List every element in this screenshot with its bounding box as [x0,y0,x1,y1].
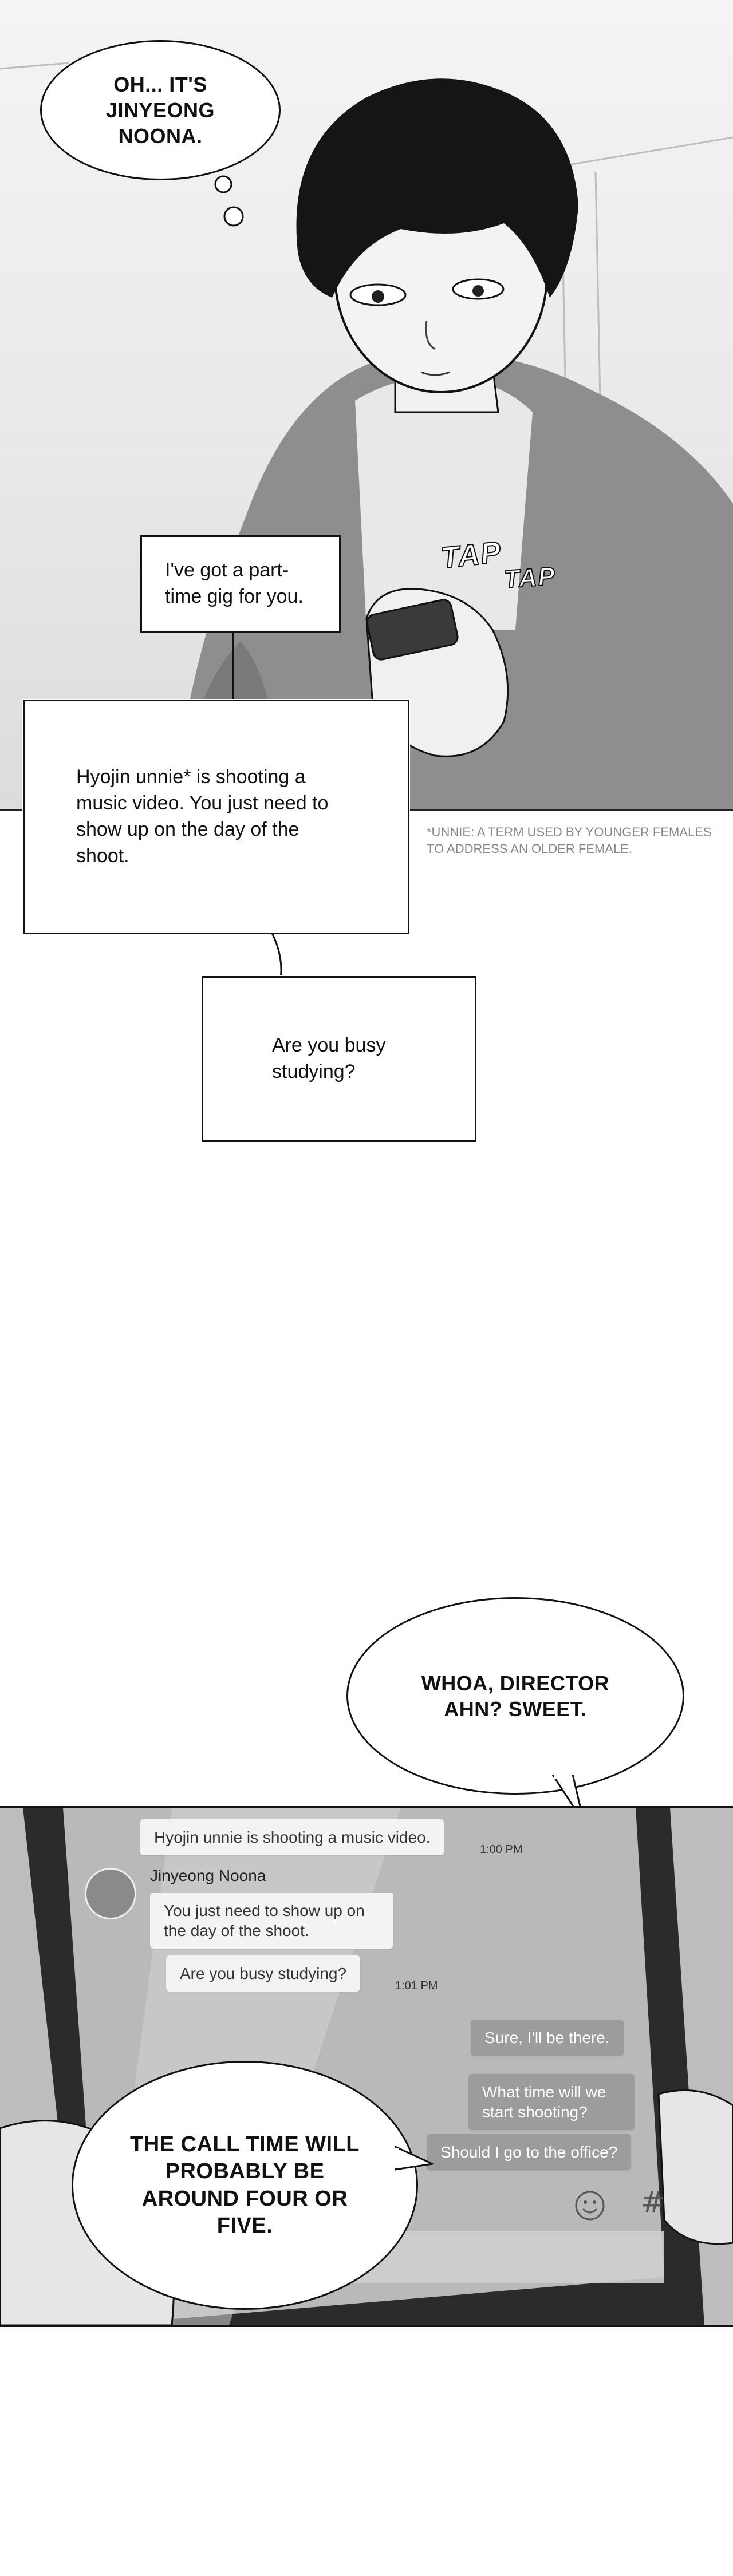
chat-message: Are you busy studying? [166,1955,361,1992]
speech-bubble-jinyeong-noona: OH... IT'S JINYEONG NOONA. [40,40,281,180]
chat-message: Hyojin unnie is shooting a music video. [140,1819,444,1855]
footnote-unnie: *UNNIE: A TERM USED BY YOUNGER FEMALES T… [427,825,712,856]
caption-connector [271,933,282,979]
caption-text: I've got a part-time gig for you. [165,559,304,607]
sender-name: Jinyeong Noona [150,1867,266,1884]
hashtag-icon[interactable]: # [640,2186,665,2220]
speech-bubble-tail [395,2146,434,2171]
caption-music-video: Hyojin unnie* is shooting a music video.… [23,700,409,934]
caption-part-time-gig: I've got a part-time gig for you. [140,535,341,633]
avatar [85,1868,136,1919]
chat-reply: Should I go to the office? [427,2134,632,2170]
thought-bubble-tail [214,175,244,227]
sfx-tap-1: TAP [439,535,504,576]
speech-bubble-call-time: THE CALL TIME WILL PROBABLY BE AROUND FO… [72,2061,418,2310]
chat-timestamp: 1:00 PM [480,1843,523,1856]
caption-busy-studying: Are you busy studying? [202,976,476,1142]
chat-reply: What time will we start shooting? [468,2074,635,2130]
caption-text: Hyojin unnie* is shooting a music video.… [76,766,329,867]
speech-bubble-director-ahn: WHOA, DIRECTOR AHN? SWEET. [346,1597,684,1795]
speech-bubble-text: OH... IT'S JINYEONG NOONA. [105,73,215,148]
comic-panel-phone-call: OH... IT'S JINYEONG NOONA. TAP TAP I've … [0,0,733,810]
sfx-tap-2: TAP [502,562,557,594]
chat-timestamp: 1:01 PM [395,1980,438,1992]
caption-text: Are you busy studying? [272,1034,386,1082]
chat-message: You just need to show up on the day of t… [150,1893,393,1949]
speech-bubble-text: THE CALL TIME WILL PROBABLY BE AROUND FO… [130,2132,360,2238]
caption-connector [232,633,234,701]
chat-reply: Sure, I'll be there. [471,2020,624,2056]
panel-artwork [0,62,733,810]
emoji-icon[interactable] [573,2188,607,2223]
speech-bubble-text: WHOA, DIRECTOR AHN? SWEET. [421,1671,610,1721]
